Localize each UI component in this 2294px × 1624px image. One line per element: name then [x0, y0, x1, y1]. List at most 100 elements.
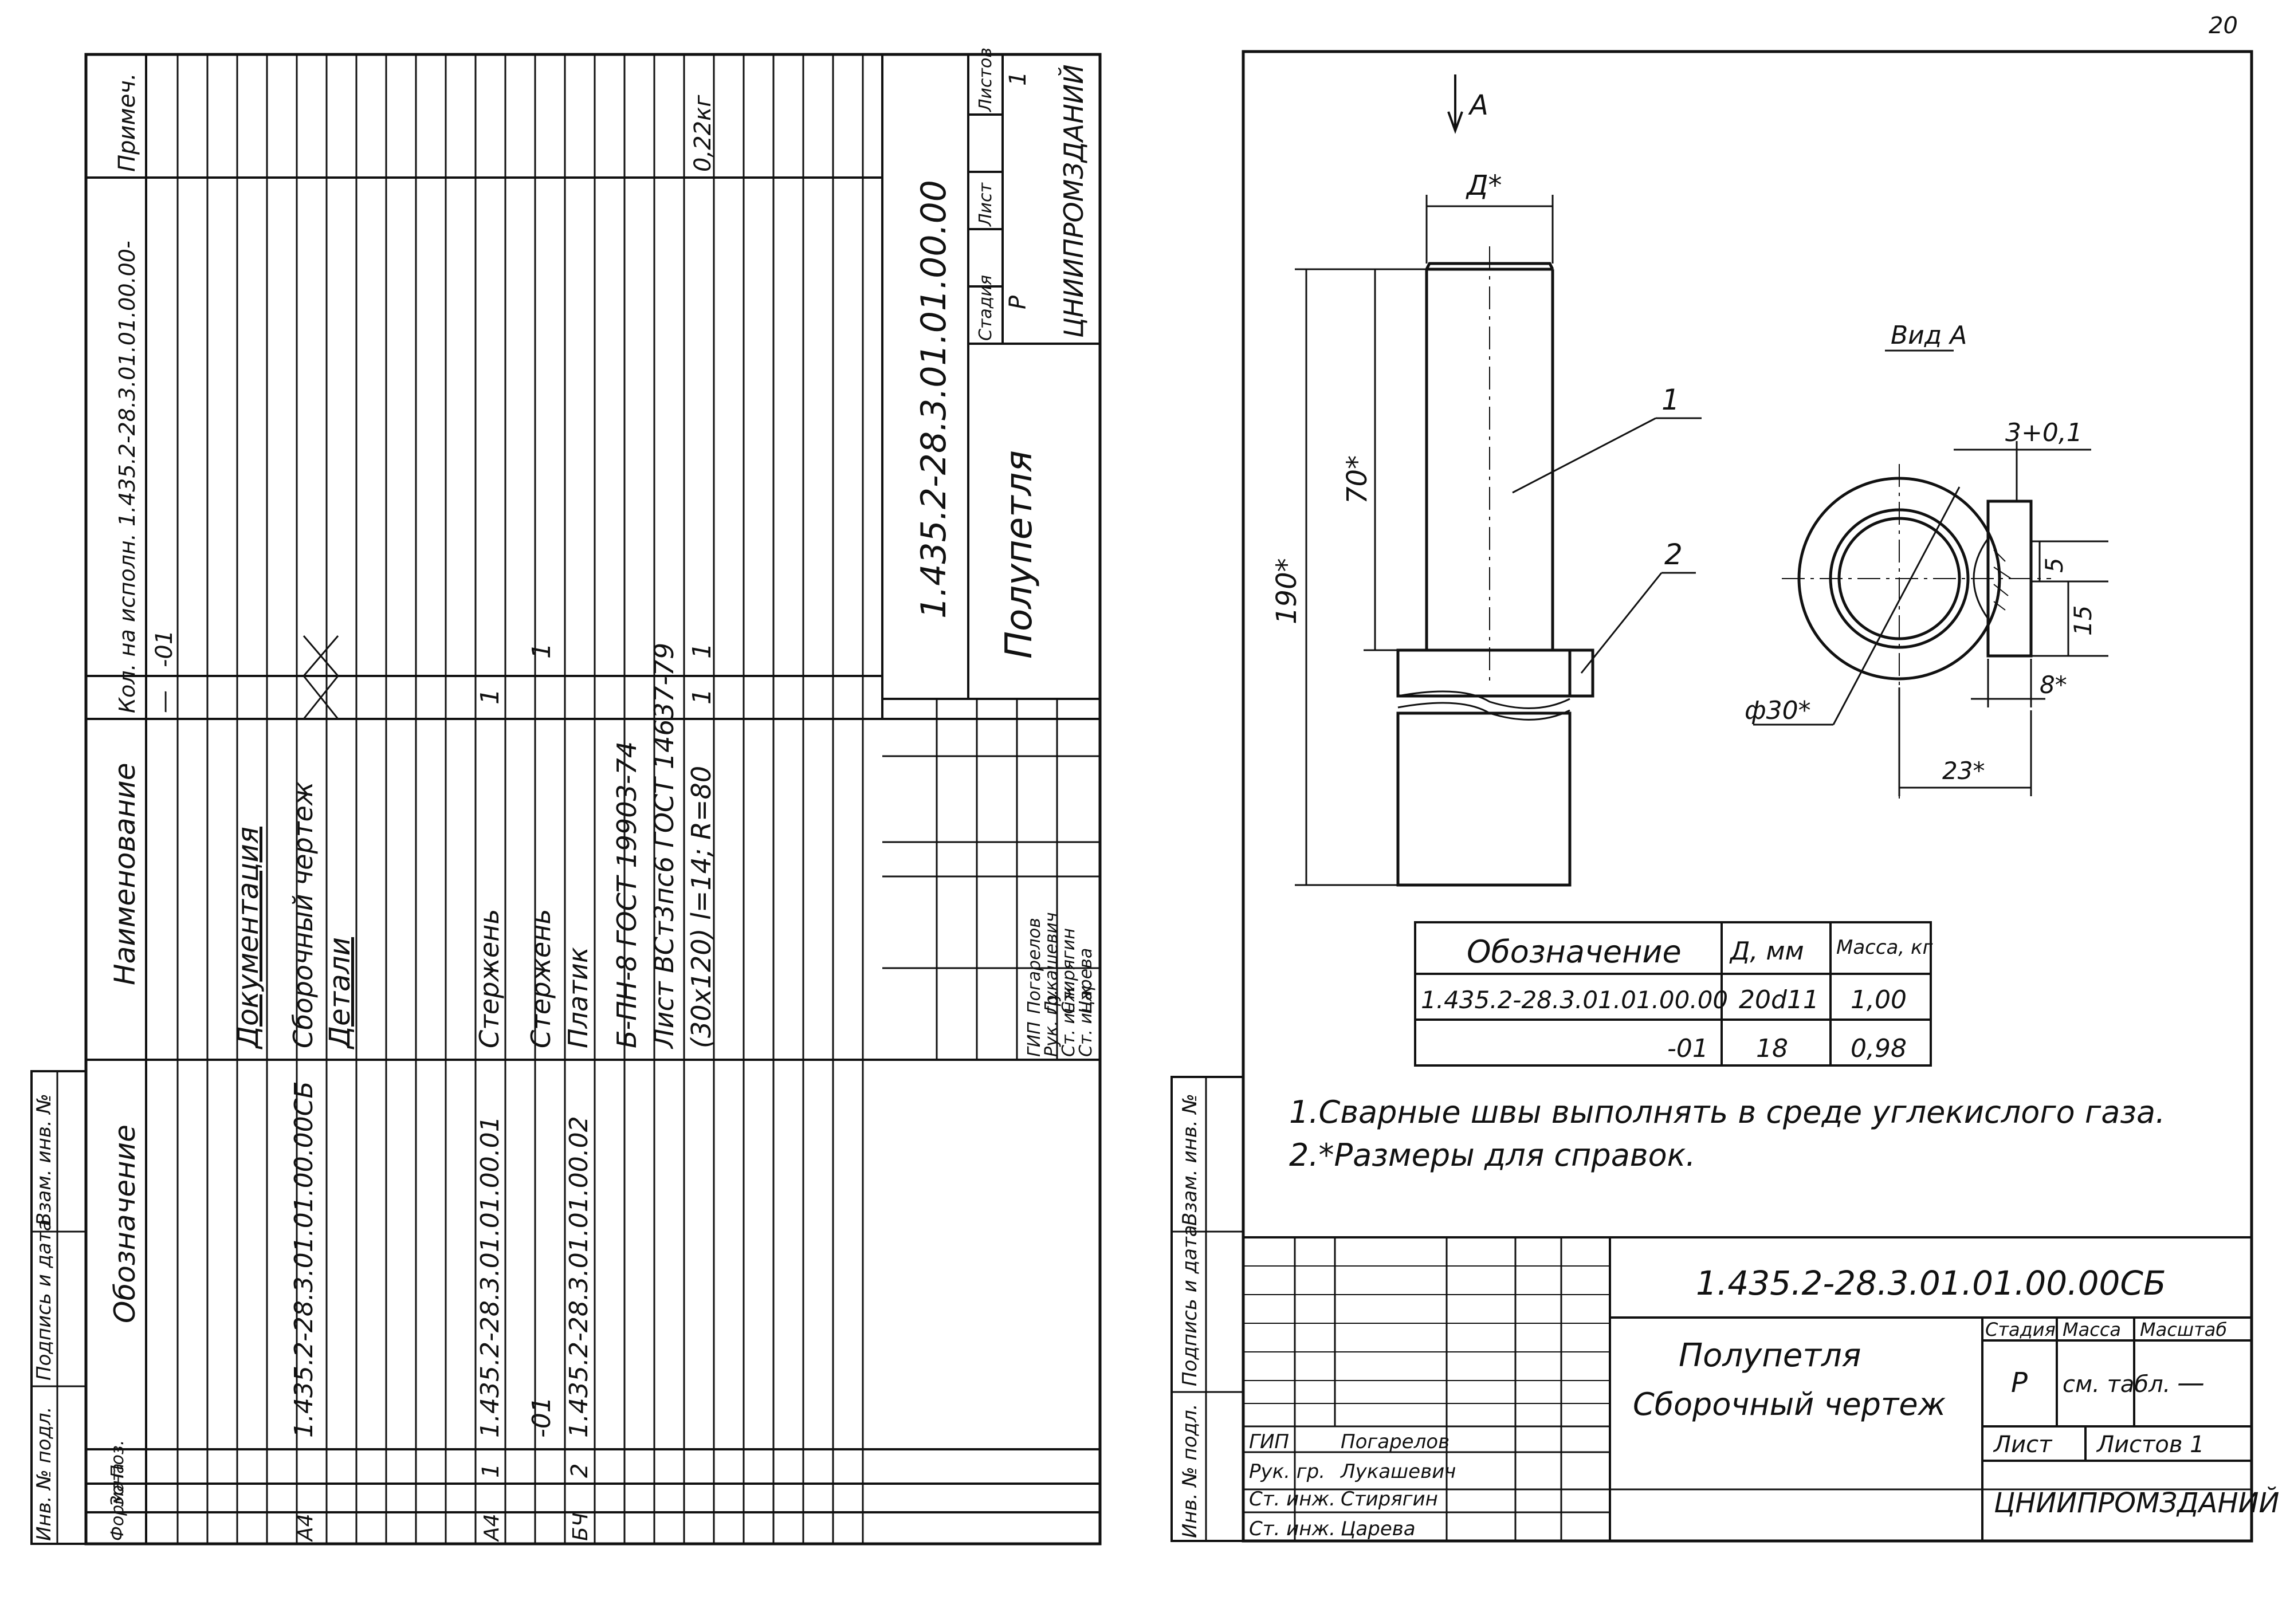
asm-person-name: Царева: [1341, 1517, 1416, 1540]
assembly-scale: —: [2177, 1367, 2205, 1399]
spec-person-name: Царева: [1076, 948, 1096, 1014]
row-designation: 1.435.2-28.3.01.01.00.00СБ: [289, 1081, 319, 1438]
view-arrow-head: [1447, 111, 1463, 134]
callout-2: 2: [1664, 538, 1683, 571]
hdr-qty: Кол. на исполн. 1.435.2-28.3.01.01.00.00…: [115, 241, 140, 713]
dim-15-label: 15: [2069, 605, 2097, 636]
assembly-org: ЦНИИПРОМЗДАНИЙ: [1994, 1487, 2279, 1519]
callout-1: 1: [1661, 383, 1680, 416]
row-note: 0,22кг: [690, 95, 716, 172]
a-strip-inv-no: Инв. № подл.: [1179, 1403, 1201, 1538]
dim-d-label: Д*: [1466, 170, 1502, 202]
hdr-zone: Зона: [108, 1463, 128, 1507]
spec-org: ЦНИИПРОМЗДАНИЙ: [1058, 64, 1089, 338]
exec-col-2: -01: [151, 630, 178, 667]
dim-23-label: 23*: [1942, 757, 1985, 785]
exec-col-1: —: [151, 690, 178, 713]
asm-person-role: Рук. гр.: [1249, 1460, 1325, 1483]
spec-stage-label: Стадия: [976, 275, 996, 341]
assembly-mass: см. табл.: [2063, 1371, 2170, 1398]
note-2: 2.*Размеры для справок.: [1289, 1137, 1695, 1173]
page-number: 20: [2209, 13, 2238, 39]
row-pos: 1: [478, 1464, 504, 1478]
hdr-note: Примеч.: [114, 73, 140, 172]
assembly-scale-label: Масштаб: [2140, 1319, 2227, 1340]
assembly-title-block-grid: [1243, 1236, 2252, 1541]
hdr-pos: Поз.: [108, 1440, 128, 1478]
row-format: БЧ: [569, 1513, 592, 1541]
row-name: Детали: [323, 937, 356, 1049]
spec-title-block: [882, 54, 1100, 1060]
assembly-left-strip: Инв. № подл. Подпись и дата Взам. инв. №: [1170, 1076, 1244, 1542]
asm-person-name: Лукашевич: [1340, 1460, 1456, 1483]
assembly-sheet-label: Лист: [1993, 1432, 2053, 1458]
row-qty-1: 1: [688, 689, 717, 705]
spec-person-name: Лукашевич: [1042, 912, 1062, 1014]
strip-replace-inv: Взам. инв. №: [33, 1094, 56, 1226]
vt-r1-d: 20d11: [1739, 985, 1819, 1014]
dim-d: [1425, 195, 1554, 264]
spec-person-role: Ст. инж.: [1076, 981, 1096, 1057]
view-arrow-letter: А: [1468, 89, 1488, 121]
row-name: Документация: [231, 827, 265, 1049]
row-designation: -01: [527, 1397, 556, 1438]
row-name: (30х120) l=14; R=80: [686, 766, 717, 1048]
callout-leaders: [1512, 417, 1702, 674]
asm-person-name: Погарелов: [1341, 1430, 1450, 1453]
assembly-stage: Р: [2011, 1367, 2028, 1399]
spec-title: Полупетля: [998, 450, 1040, 659]
spec-sheets-label: Листов: [976, 48, 996, 112]
hdr-name: Наименование: [108, 762, 142, 985]
spec-person-role: Рук. гр.: [1042, 990, 1062, 1057]
a-strip-replace: Взам. инв. №: [1179, 1094, 1201, 1226]
asm-person-role: ГИП: [1249, 1430, 1289, 1453]
dim-8-label: 8*: [2040, 671, 2067, 699]
row-name: Стержень: [525, 909, 556, 1048]
vt-h-designation: Обозначение: [1467, 934, 1682, 970]
view-a-label: Вид А: [1891, 321, 1967, 350]
spec-row-lines: [176, 54, 864, 1544]
spec-code: 1.435.2-28.3.01.01.00.00: [914, 180, 954, 619]
row-designation: 1.435.2-28.3.01.01.00.01: [476, 1116, 505, 1438]
dim-70-label: 70*: [1341, 455, 1373, 504]
spec-left-strip: Инв. № подл. Подпись и дата Взам. инв. №: [30, 1070, 87, 1545]
dim-190-label: 190*: [1271, 558, 1303, 624]
assembly-title-1: Полупетля: [1679, 1337, 1861, 1374]
variants-table-grid: [1414, 921, 1932, 1067]
row-qty-2: 1: [527, 643, 556, 659]
row-designation: 1.435.2-28.3.01.01.00.02: [564, 1116, 594, 1438]
assembly-mass-label: Масса: [2063, 1319, 2121, 1340]
assembly-frame: [1242, 50, 2253, 1543]
spec-person-role: ГИП: [1024, 1021, 1044, 1057]
spec-sheets: 1: [1005, 72, 1031, 86]
assembly-sheet: Инв. № подл. Подпись и дата Взам. инв. №…: [1170, 50, 2279, 1543]
row-name: Б-ПН-8 ГОСТ 19903-74: [611, 741, 642, 1048]
dim-190: [1295, 268, 1427, 886]
dim-phi30-label: ф30*: [1745, 696, 1811, 725]
vt-r1-designation: 1.435.2-28.3.01.01.00.00: [1421, 986, 1728, 1014]
assembly-sheets-label: Листов 1: [2096, 1432, 2205, 1458]
rod-front-view: [1396, 262, 1594, 887]
strip-sign-date: Подпись и дата: [33, 1219, 56, 1381]
row-name: Платик: [563, 947, 594, 1048]
row-format: А4: [294, 1513, 317, 1542]
vt-r2-d: 18: [1756, 1034, 1788, 1063]
assembly-title-2: Сборочный чертеж: [1633, 1386, 1946, 1422]
spec-person-name: Погарелов: [1024, 918, 1044, 1014]
spec-stage: Р: [1005, 295, 1031, 309]
row-name: Лист ВСт3пс6 ГОСТ 14637-79: [649, 643, 679, 1049]
crossed-cells: [303, 635, 339, 719]
vt-r1-mass: 1,00: [1851, 985, 1907, 1014]
note-1: 1.Сварные швы выполнять в среде углекисл…: [1289, 1094, 2165, 1130]
spec-person-role: Ст. инж.: [1059, 981, 1079, 1057]
row-pos: 2: [567, 1464, 593, 1478]
hdr-format: Формат: [108, 1470, 128, 1541]
view-a-dims: [1753, 441, 2108, 796]
spec-frame: [84, 53, 1102, 1546]
dim-5-label: 5: [2040, 557, 2068, 573]
row-name: Сборочный чертеж: [288, 781, 319, 1048]
